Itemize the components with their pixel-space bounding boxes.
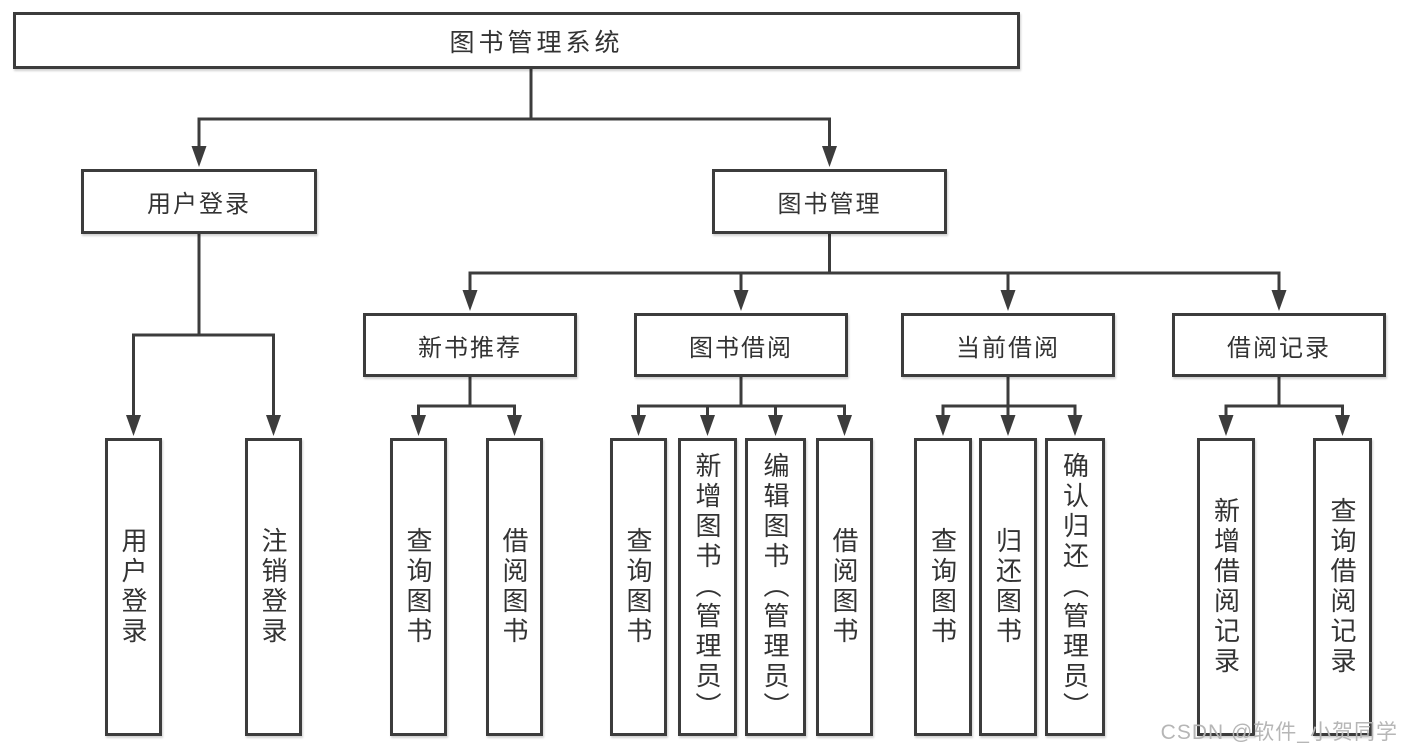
node-label-current-borrow: 当前借阅	[956, 334, 1060, 362]
node-leaf-add-borrow-record: 新增借阅记录	[1197, 438, 1255, 736]
node-user-login: 用户登录	[81, 169, 317, 234]
node-label-leaf-return-book: 归还图书	[992, 527, 1023, 647]
node-leaf-logout: 注销登录	[245, 438, 302, 736]
node-root: 图书管理系统	[13, 12, 1020, 69]
node-leaf-borrow-book: 借阅图书	[816, 438, 873, 736]
node-label-leaf-query-book-rec: 查询图书	[403, 527, 433, 647]
node-leaf-query-book-rec: 查询图书	[390, 438, 447, 736]
node-label-root: 图书管理系统	[449, 28, 624, 57]
node-label-leaf-add-book: 新增图书（管理员）	[692, 452, 722, 722]
node-leaf-confirm-return: 确认归还（管理员）	[1045, 438, 1105, 736]
node-book-mgmt: 图书管理	[712, 169, 947, 234]
node-label-leaf-borrow-book: 借阅图书	[829, 527, 859, 647]
node-label-leaf-query-borrow-record: 查询借阅记录	[1327, 497, 1357, 677]
node-label-leaf-logout: 注销登录	[258, 527, 288, 647]
node-label-leaf-query-book-cur: 查询图书	[927, 527, 958, 647]
node-label-leaf-add-borrow-record: 新增借阅记录	[1210, 497, 1241, 677]
node-leaf-add-book: 新增图书（管理员）	[678, 438, 737, 736]
watermark: CSDN @软件_小贺同学	[1160, 721, 1398, 744]
node-borrow-records: 借阅记录	[1172, 313, 1386, 377]
node-current-borrow: 当前借阅	[901, 313, 1115, 377]
node-label-leaf-user-login: 用户登录	[118, 527, 148, 647]
node-label-leaf-edit-book: 编辑图书（管理员）	[760, 452, 790, 722]
node-leaf-edit-book: 编辑图书（管理员）	[745, 438, 806, 736]
node-label-leaf-query-book-borrow: 查询图书	[623, 527, 653, 647]
node-label-leaf-confirm-return: 确认归还（管理员）	[1059, 452, 1090, 722]
node-label-book-mgmt: 图书管理	[777, 191, 882, 218]
node-label-borrow-records: 借阅记录	[1227, 334, 1331, 362]
node-leaf-query-borrow-record: 查询借阅记录	[1313, 438, 1372, 736]
node-label-user-login: 用户登录	[147, 191, 251, 218]
node-leaf-user-login: 用户登录	[105, 438, 162, 736]
node-leaf-query-book-borrow: 查询图书	[610, 438, 667, 736]
node-label-leaf-borrow-book-rec: 借阅图书	[499, 527, 529, 647]
node-leaf-return-book: 归还图书	[979, 438, 1037, 736]
node-label-book-borrow: 图书借阅	[689, 334, 793, 362]
node-leaf-borrow-book-rec: 借阅图书	[486, 438, 543, 736]
node-book-borrow: 图书借阅	[634, 313, 848, 377]
node-label-new-book-rec: 新书推荐	[418, 334, 522, 362]
node-new-book-rec: 新书推荐	[363, 313, 577, 377]
node-leaf-query-book-cur: 查询图书	[914, 438, 972, 736]
